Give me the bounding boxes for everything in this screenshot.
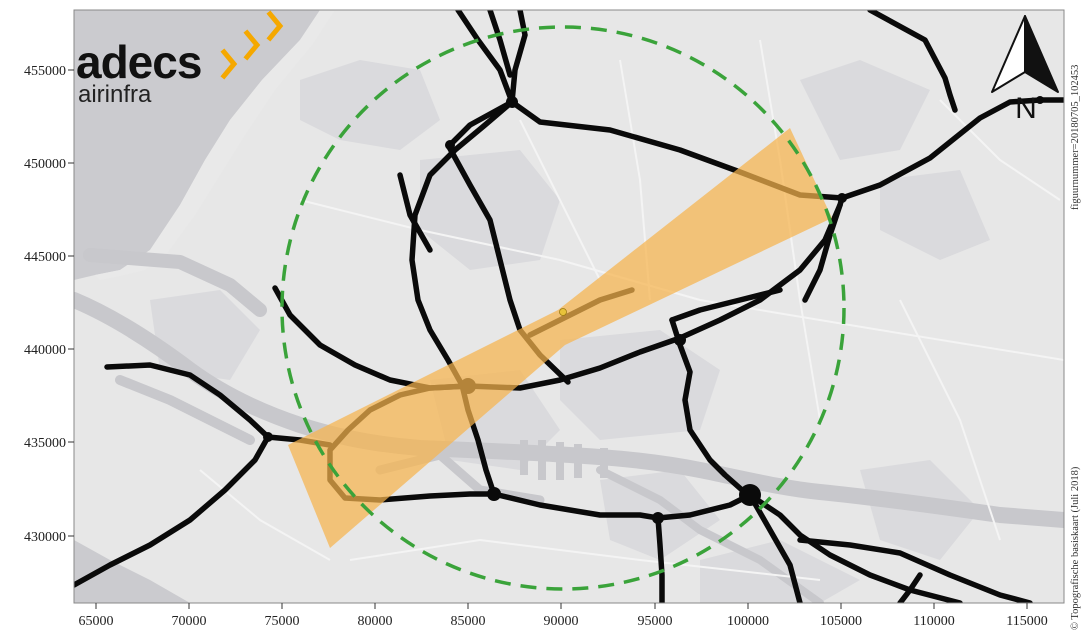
x-tick-label: 80000	[358, 614, 393, 629]
x-axis: 65000 70000 75000 80000 85000 90000 9500…	[79, 603, 1048, 629]
sea-area	[74, 10, 320, 280]
y-tick-label: 445000	[24, 250, 66, 265]
y-tick-label: 455000	[24, 64, 66, 79]
beach-strip	[95, 10, 335, 280]
aerodrome-marker	[559, 308, 567, 316]
x-tick-label: 100000	[727, 614, 769, 629]
x-tick-label: 75000	[265, 614, 300, 629]
north-arrow-icon: N	[991, 15, 1059, 125]
y-axis: 455000 450000 445000 440000 435000 43000…	[24, 64, 74, 545]
y-tick-label: 450000	[24, 157, 66, 172]
x-tick-label: 95000	[638, 614, 673, 629]
interchanges	[263, 96, 1044, 524]
company-logo: adecs airinfra	[76, 10, 284, 108]
copyright-note: © Topografische basiskaart (Juli 2018)	[1070, 466, 1081, 630]
x-tick-label: 105000	[820, 614, 862, 629]
logo-secondary-text: airinfra	[78, 81, 152, 108]
buffer-circle	[280, 25, 846, 591]
y-tick-label: 430000	[24, 530, 66, 545]
x-tick-label: 65000	[79, 614, 114, 629]
y-tick-label: 435000	[24, 436, 66, 451]
flight-path-cone	[288, 128, 832, 548]
north-label: N	[1015, 92, 1037, 125]
map-area[interactable]	[74, 10, 1064, 603]
x-tick-label: 115000	[1006, 614, 1047, 629]
y-tick-label: 440000	[24, 343, 66, 358]
map-frame	[73, 9, 1065, 604]
x-tick-label: 90000	[544, 614, 579, 629]
harbour-docks	[520, 440, 608, 480]
x-tick-label: 70000	[172, 614, 207, 629]
sea-southwest	[74, 540, 190, 603]
figure-number-note: figuurnummer=20180705_102453	[1070, 65, 1081, 210]
chevron-icon	[220, 10, 284, 80]
logo-primary-text: adecs	[76, 36, 201, 88]
x-tick-label: 110000	[913, 614, 954, 629]
x-tick-label: 85000	[451, 614, 486, 629]
